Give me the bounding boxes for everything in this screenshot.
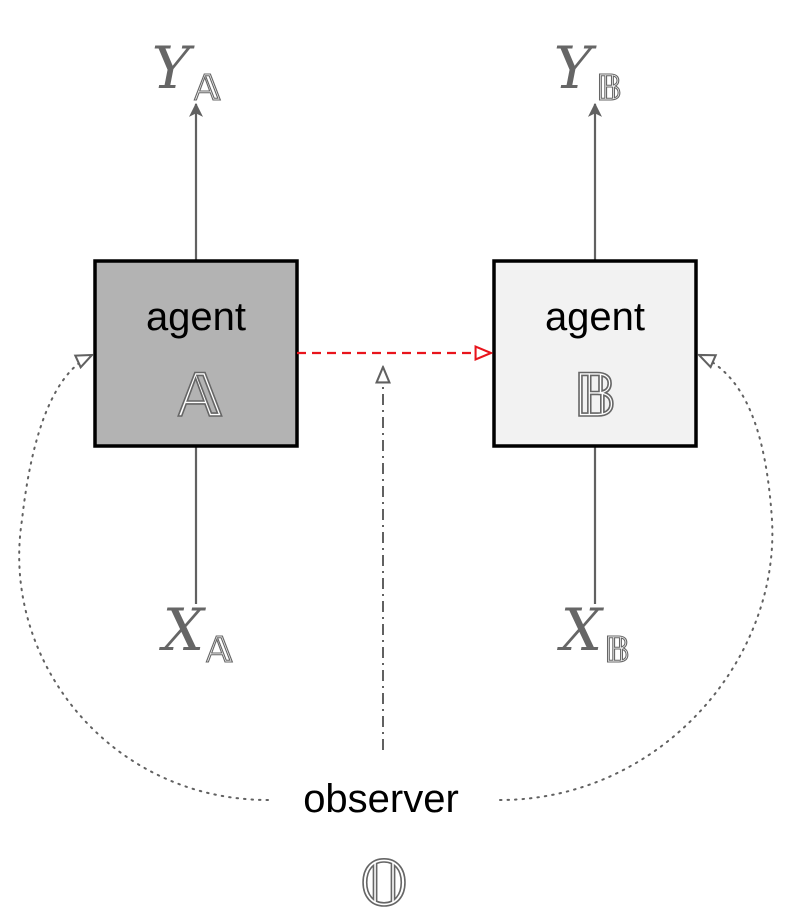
agent-b-symbol: 𝔹 [573, 361, 617, 431]
agent-a-symbol: 𝔸 [178, 361, 222, 431]
svg-text:X: X [159, 596, 207, 664]
agent-a-label: agent [146, 295, 246, 339]
observer-symbol: 𝕆 [360, 847, 409, 920]
svg-text:Y: Y [152, 34, 195, 102]
agent-b-box [492, 259, 698, 448]
observer-arc-to-agent-a [18, 355, 269, 801]
agent-a-box [93, 259, 299, 448]
svg-text:𝔹: 𝔹 [596, 68, 622, 109]
output-label-a: Y 𝔸 [152, 34, 222, 110]
input-label-b: X 𝔹 [557, 596, 631, 672]
observer-arc-to-agent-b [499, 355, 774, 801]
agent-b-label: agent [545, 295, 645, 339]
observer-label: observer [303, 777, 459, 821]
svg-text:X: X [557, 596, 605, 664]
svg-text:𝔹: 𝔹 [604, 630, 630, 671]
svg-text:𝔸: 𝔸 [206, 630, 233, 671]
svg-text:𝔸: 𝔸 [194, 68, 221, 109]
svg-text:Y: Y [554, 34, 597, 102]
input-label-a: X 𝔸 [159, 596, 234, 672]
output-label-b: Y 𝔹 [554, 34, 623, 110]
